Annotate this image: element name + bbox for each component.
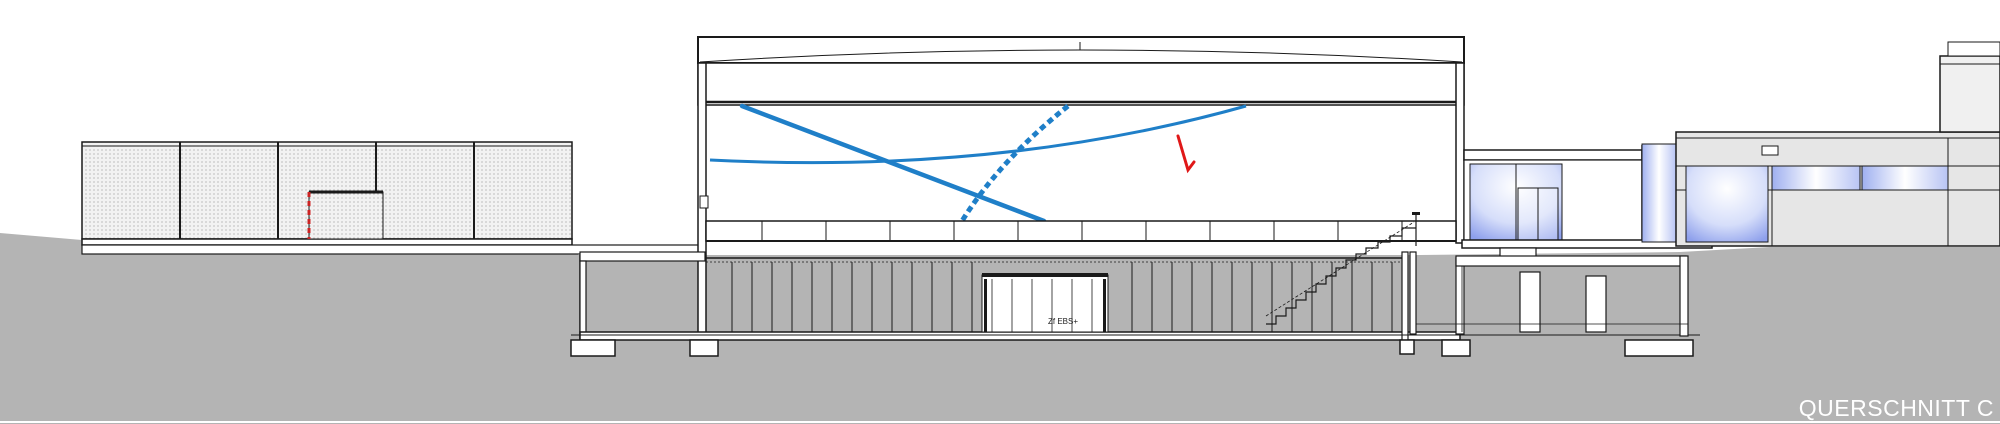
- red-marker: [1176, 134, 1196, 174]
- room-label: Zf EBS+: [1048, 317, 1078, 326]
- basement-room: Zf EBS+: [981, 273, 1109, 333]
- basement-hall: [579, 251, 1461, 341]
- hall-roof: [697, 36, 1465, 106]
- drawing-caption: QUERSCHNITT C: [1798, 395, 1994, 421]
- basement-wall-panels: [731, 262, 1393, 332]
- handball-goal: [307, 190, 384, 240]
- annex-basement: [1409, 251, 1689, 337]
- annex-building: [1461, 145, 1713, 261]
- hall-gallery-band: [705, 220, 1457, 242]
- foundations: [570, 339, 1694, 357]
- school-building: [1641, 41, 2000, 247]
- wall-mural: [709, 103, 1247, 224]
